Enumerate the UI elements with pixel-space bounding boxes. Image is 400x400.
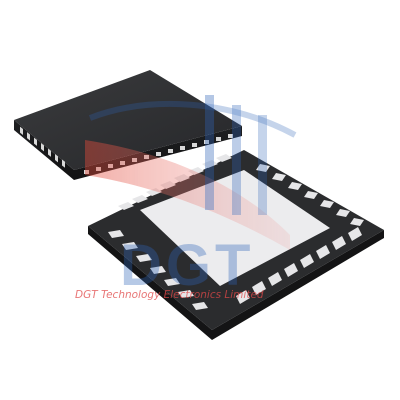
- watermark-logo-letters: DGT: [120, 233, 254, 298]
- back-chip-side-pads: [20, 126, 65, 168]
- watermark-blue-bar-3: [258, 115, 267, 215]
- watermark-blue-arc: [88, 100, 297, 138]
- watermark-caption: DGT Technology Electronics Limited: [75, 289, 264, 301]
- pad-row-lower-right: [236, 227, 362, 304]
- watermark-blue-bar-2: [232, 105, 241, 215]
- watermark-blue-bar-1: [205, 95, 214, 210]
- pad-row-upper-right: [256, 164, 364, 226]
- dgt-watermark-logo: [85, 95, 297, 250]
- watermark-red-swoosh: [85, 140, 290, 250]
- back-chip-top-face: [14, 70, 242, 170]
- front-chip-side: [88, 226, 384, 340]
- pad-row-lower-left: [108, 230, 208, 310]
